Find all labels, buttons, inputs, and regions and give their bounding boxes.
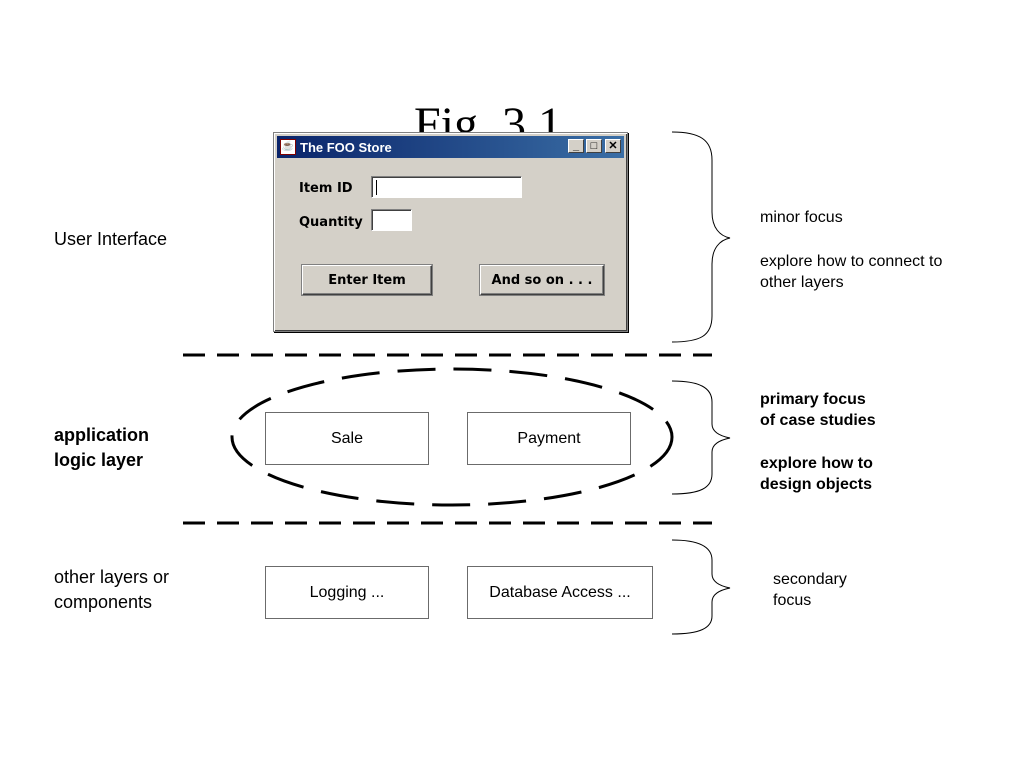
- quantity-label: Quantity: [299, 215, 363, 230]
- brace-app: [671, 380, 731, 495]
- quantity-input[interactable]: [371, 209, 412, 231]
- minimize-button[interactable]: _: [568, 139, 584, 153]
- ui-note-line1: minor focus: [760, 209, 843, 226]
- foo-store-window: ☕ The FOO Store _ □ ✕ Item ID Quantity E…: [273, 132, 628, 332]
- payment-box-label: Payment: [517, 429, 581, 447]
- payment-box: Payment: [467, 412, 631, 465]
- maximize-icon: □: [590, 140, 598, 152]
- and-so-on-button[interactable]: And so on . . .: [480, 265, 604, 295]
- close-icon: ✕: [608, 140, 618, 152]
- other-note-line1: secondary: [773, 571, 847, 588]
- app-layer-label-line1: application: [54, 425, 150, 445]
- app-note: primary focus of case studies explore ho…: [760, 389, 876, 495]
- sale-box-label: Sale: [330, 429, 364, 447]
- ui-note-line3: other layers: [760, 274, 844, 291]
- app-note-line1: primary focus: [760, 391, 866, 408]
- app-note-line4: design objects: [760, 476, 873, 493]
- ui-layer-label: User Interface: [54, 229, 168, 249]
- app-layer-ellipse: [230, 367, 674, 507]
- item-id-label: Item ID: [299, 181, 353, 196]
- app-layer-label-line2: logic layer: [54, 450, 144, 470]
- logging-box-label: Logging ...: [309, 583, 385, 601]
- minimize-icon: _: [572, 140, 580, 152]
- app-note-line3: explore how to: [760, 455, 873, 472]
- database-access-box-label: Database Access ...: [489, 583, 631, 601]
- other-layer-label-line1: other layers or: [54, 567, 170, 587]
- enter-item-button-label: Enter Item: [328, 272, 406, 288]
- item-id-input[interactable]: [371, 176, 522, 198]
- app-layer-label: application logic layer: [54, 423, 149, 473]
- brace-other: [671, 539, 731, 635]
- logging-box: Logging ...: [265, 566, 429, 619]
- database-access-box: Database Access ...: [467, 566, 653, 619]
- sale-box: Sale: [265, 412, 429, 465]
- brace-ui: [671, 131, 731, 343]
- other-layer-label-line2: components: [54, 592, 153, 612]
- and-so-on-button-label: And so on . . .: [491, 272, 593, 288]
- ui-note: minor focus explore how to connect to ot…: [760, 207, 942, 293]
- coffee-cup-icon[interactable]: ☕: [280, 139, 296, 155]
- other-layer-label: other layers or components: [54, 565, 169, 615]
- app-note-line2: of case studies: [760, 412, 876, 429]
- ui-note-line2: explore how to connect to: [760, 253, 943, 270]
- other-note: secondary focus: [773, 569, 847, 611]
- window-titlebar[interactable]: ☕ The FOO Store _ □ ✕: [277, 136, 624, 158]
- text-caret: [376, 180, 377, 195]
- close-button[interactable]: ✕: [605, 139, 621, 153]
- maximize-button[interactable]: □: [586, 139, 602, 153]
- enter-item-button[interactable]: Enter Item: [302, 265, 432, 295]
- other-note-line2: focus: [773, 592, 812, 609]
- window-title: The FOO Store: [300, 139, 392, 155]
